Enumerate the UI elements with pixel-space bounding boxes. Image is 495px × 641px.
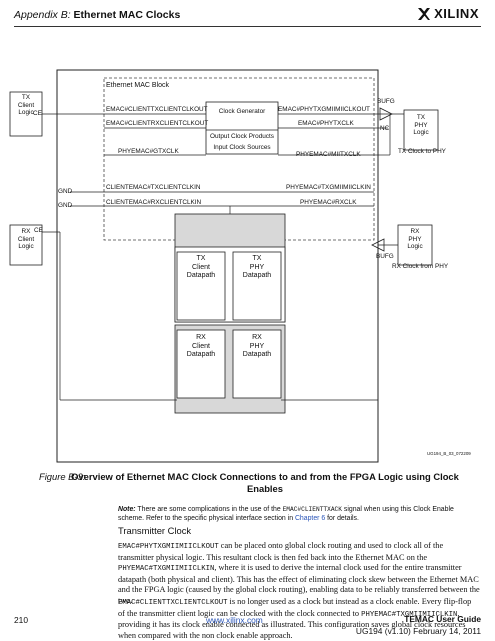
bufg-tx-label: BUFG	[377, 98, 395, 105]
clientemac-txclientclkin-label: CLIENTEMAC#TXCLIENTCLKIN	[106, 184, 201, 191]
input-clock-sources-label: Input Clock Sources	[213, 144, 271, 151]
section-title: Transmitter Clock	[118, 525, 192, 536]
emac-phytxgmiimiiclkout-label: EMAC#PHYTXGMIIMIICLKOUT	[278, 106, 370, 113]
figure-id-label: UG194_B_03_072209	[427, 451, 471, 456]
phyemac-rxclk-label: PHYEMAC#RXCLK	[300, 199, 357, 206]
paragraph-1: EMAC#PHYTXGMIIMIICLKOUT can be placed on…	[118, 541, 480, 605]
ce-label-rx: CE	[34, 227, 43, 234]
emac-txclientclkout-label: EMAC#CLIENTTXCLIENTCLKOUT	[106, 106, 208, 113]
nc-label: NC	[380, 125, 390, 132]
clock-generator-label: Clock Generator	[218, 108, 266, 115]
page-header: Appendix B: Ethernet MAC Clocks	[14, 9, 180, 21]
figure-number: Figure B-3:	[39, 471, 86, 482]
note-paragraph: Note: There are some complications in th…	[118, 506, 454, 522]
xilinx-logo-icon	[418, 7, 431, 20]
chapter-6-link[interactable]: Chapter 6	[294, 515, 326, 522]
gnd-label-1: GND	[58, 188, 73, 195]
tx-phy-box	[403, 109, 439, 151]
appendix-title: Ethernet MAC Clocks	[73, 9, 181, 21]
bufg-tx	[379, 107, 393, 121]
emac-rxclientclkout-label: EMAC#CLIENTRXCLIENTCLKOUT	[106, 120, 209, 127]
clientemac-rxclientclkin-label: CLIENTEMAC#RXCLIENTCLKIN	[106, 199, 202, 206]
footer-version: UG194 (v1.10) February 14, 2011	[355, 626, 481, 636]
paragraph-2: EMAC#CLIENTTXCLIENTCLKOUT is no longer u…	[118, 597, 472, 640]
rx-client-box	[9, 224, 43, 266]
rx-clock-from-phy-label: RX Clock from PHY	[392, 263, 449, 270]
phyemac-gtxclk-label: PHYEMAC#GTXCLK	[118, 148, 179, 155]
figure-caption-text: Overview of Ethernet MAC Clock Connectio…	[71, 471, 459, 494]
footer-url-link[interactable]: www.xilinx.com	[206, 615, 263, 625]
figure-caption: Figure B-3: Overview of Ethernet MAC Clo…	[39, 471, 460, 495]
xilinx-logo: XILINX	[417, 6, 479, 21]
ce-label-tx: CE	[33, 110, 42, 117]
output-clock-products-label: Output Clock Products	[210, 133, 274, 140]
bufg-rx-label: BUFG	[376, 253, 394, 260]
page-number: 210	[14, 615, 28, 625]
phyemac-txgmiimiiclkin-label: PHYEMAC#TXGMIIMIICLKIN	[286, 184, 371, 191]
appendix-label: Appendix B:	[14, 9, 71, 21]
rx-client-datapath-box	[176, 329, 226, 399]
header-rule	[14, 26, 481, 27]
footer-guide-title: TEMAC User Guide	[404, 614, 481, 624]
clock-diagram	[9, 69, 439, 463]
phyemac-miitxclk-label: PHYEMAC#MIITXCLK	[296, 151, 361, 158]
tx-client-datapath-box	[176, 251, 226, 321]
xilinx-logo-text: XILINX	[434, 6, 479, 21]
bufg-rx	[371, 238, 385, 252]
tx-phy-datapath-box	[232, 251, 282, 321]
rx-phy-datapath-box	[232, 329, 282, 399]
tx-clock-to-phy-label: TX Clock to PHY	[398, 148, 446, 155]
mac-block-title: Ethernet MAC Block	[106, 82, 170, 89]
emac-phytxclk-label: EMAC#PHYTXCLK	[298, 120, 354, 127]
gnd-label-2: GND	[58, 202, 73, 209]
